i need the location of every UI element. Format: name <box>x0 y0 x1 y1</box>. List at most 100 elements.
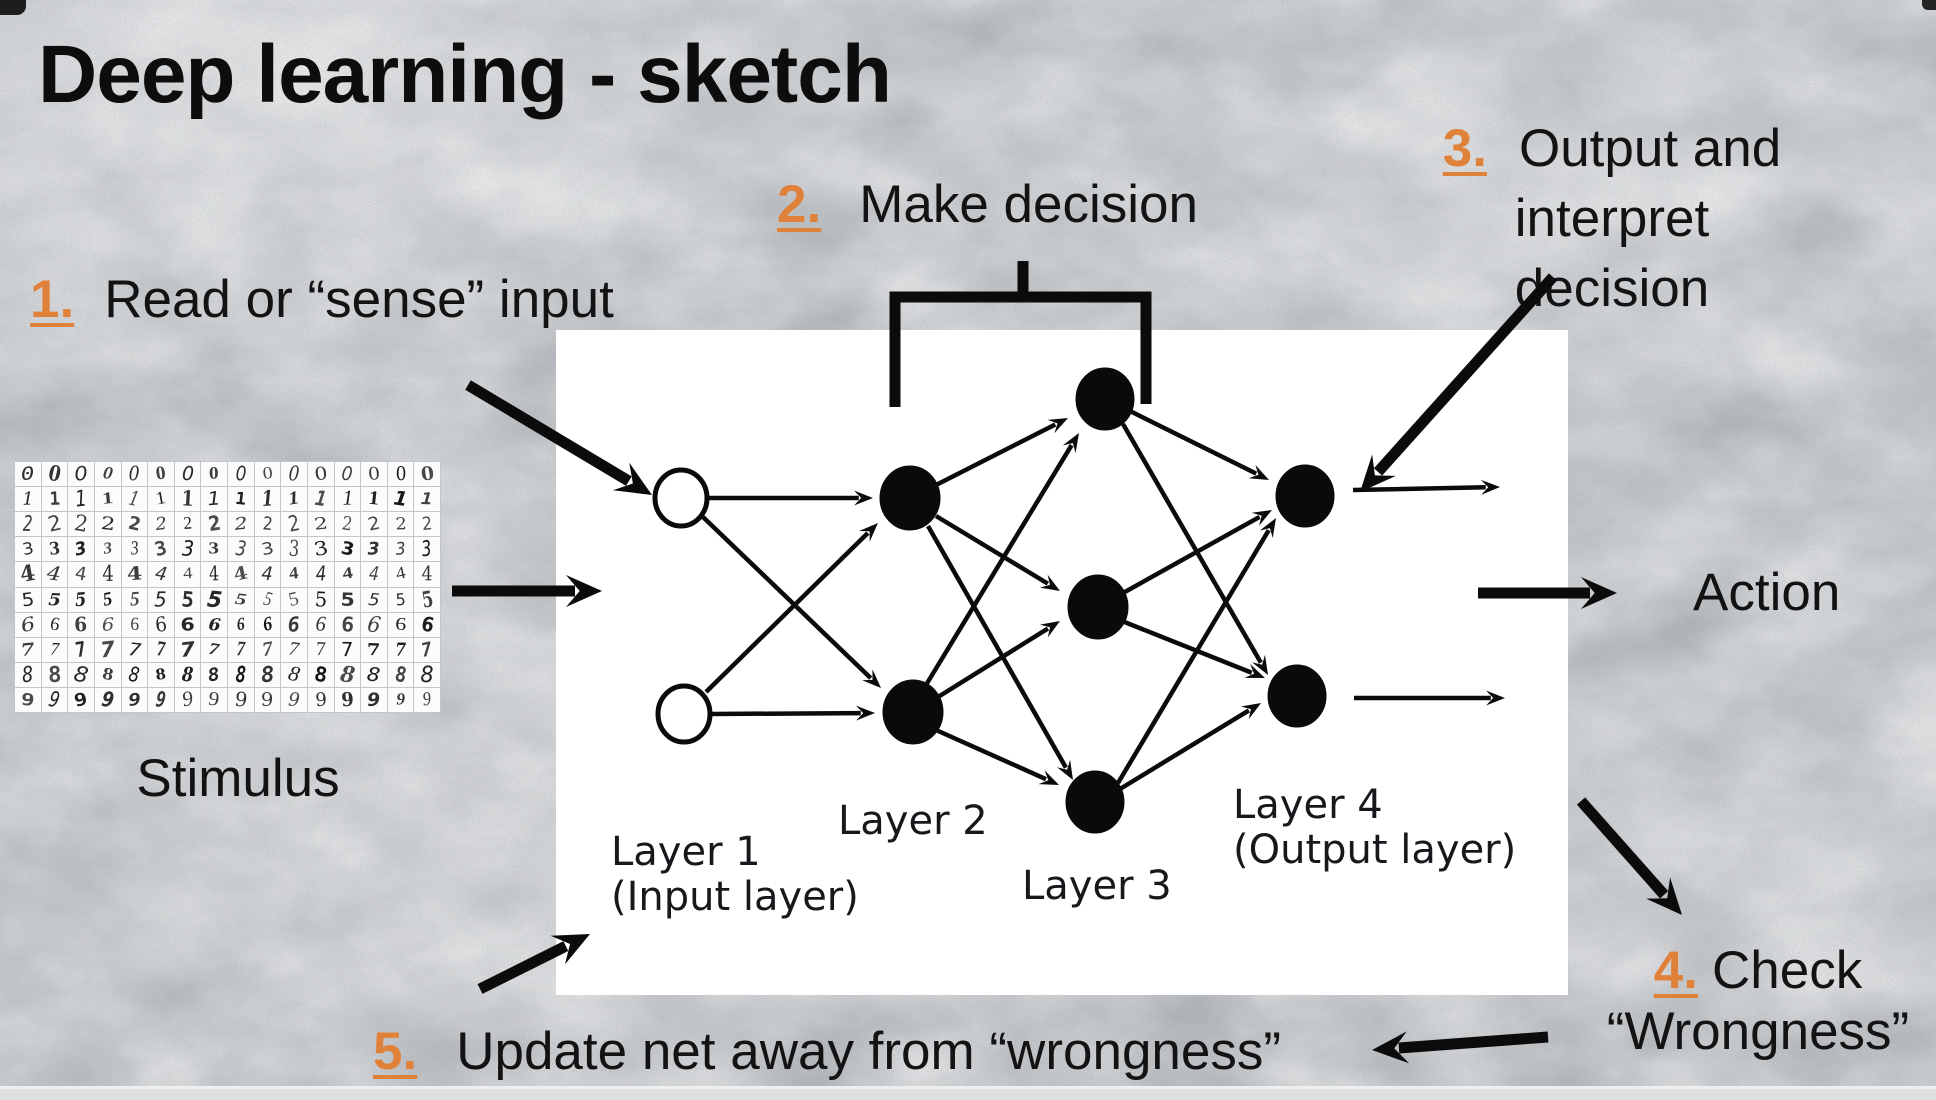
network-edge-head <box>1057 759 1073 780</box>
mnist-cell-digit-7: 7 <box>94 637 121 662</box>
mnist-cell-digit-0: 0 <box>121 462 148 487</box>
mnist-cell-digit-3: 3 <box>361 537 387 562</box>
mnist-cell-digit-8: 8 <box>414 662 440 687</box>
step5-to-network-head <box>550 934 590 965</box>
mnist-cell-digit-4: 4 <box>41 562 68 587</box>
step4-number: 4. <box>1653 941 1698 1000</box>
mnist-cell-digit-6: 6 <box>387 612 414 637</box>
mnist-cell-digit-8: 8 <box>228 662 254 687</box>
mnist-cell-digit-3: 3 <box>201 537 227 562</box>
mnist-cell-digit-5: 5 <box>15 587 41 612</box>
mnist-cell-digit-3: 3 <box>281 537 307 562</box>
mnist-cell-digit-1: 1 <box>148 487 174 512</box>
mnist-cell-digit-7: 7 <box>254 637 281 662</box>
mnist-cell-digit-0: 0 <box>361 462 387 487</box>
mnist-cell-digit-3: 3 <box>414 537 440 562</box>
step2-label: Make decision <box>859 175 1198 234</box>
network-edge <box>711 710 861 717</box>
mnist-cell-digit-2: 2 <box>307 512 334 537</box>
mnist-cell-digit-8: 8 <box>121 662 148 687</box>
mnist-cell-digit-0: 0 <box>15 462 41 487</box>
mnist-cell-digit-8: 8 <box>68 662 94 687</box>
stimulus-label: Stimulus <box>136 749 340 808</box>
mnist-cell-digit-6: 6 <box>94 612 121 637</box>
mnist-cell-digit-5: 5 <box>94 587 121 612</box>
mnist-cell-digit-8: 8 <box>307 662 334 687</box>
layer3-label: Layer 3 <box>1022 863 1172 909</box>
step3-to-output-head <box>1360 454 1396 492</box>
mnist-cell-digit-8: 8 <box>201 662 227 687</box>
mnist-cell-digit-4: 4 <box>15 562 41 587</box>
mnist-cell-digit-0: 0 <box>148 462 174 487</box>
network-edge-head <box>854 490 873 506</box>
mnist-cell-digit-8: 8 <box>281 662 307 687</box>
mnist-cell-digit-7: 7 <box>121 637 148 662</box>
mnist-cell-digit-7: 7 <box>174 637 201 662</box>
mnist-cell-digit-1: 1 <box>174 487 201 512</box>
mnist-cell-digit-9: 9 <box>254 687 281 712</box>
mnist-cell-digit-5: 5 <box>254 587 281 612</box>
mnist-cell-digit-4: 4 <box>68 562 94 587</box>
mnist-cell-digit-5: 5 <box>174 587 201 612</box>
mnist-cell-digit-2: 2 <box>68 512 94 537</box>
network-edge <box>926 524 1068 769</box>
mnist-cell-digit-7: 7 <box>307 637 334 662</box>
mnist-cell-digit-4: 4 <box>334 562 361 587</box>
mnist-cell-digit-6: 6 <box>121 612 148 637</box>
mnist-cell-digit-9: 9 <box>41 687 68 712</box>
action-label: Action <box>1693 563 1841 622</box>
step4-line1: 4.Check <box>1580 940 1936 1001</box>
mnist-cell-digit-5: 5 <box>201 587 227 612</box>
mnist-cell-digit-3: 3 <box>41 537 68 562</box>
network-edge-head <box>1259 518 1276 539</box>
mnist-cell-digit-1: 1 <box>254 487 281 512</box>
network-edge-head <box>1062 433 1079 454</box>
step4-wrongness-pointer-head <box>1372 1031 1410 1064</box>
step3-line1: 3.Output and <box>1412 114 1812 184</box>
mnist-cell-digit-2: 2 <box>94 512 121 537</box>
network-edge-head <box>1047 418 1068 434</box>
network-edge-head <box>1480 479 1500 495</box>
mnist-cell-digit-8: 8 <box>148 662 174 687</box>
network-edge <box>1121 514 1261 595</box>
photo-corner-mark-right <box>1922 0 1936 10</box>
network-edge <box>1116 529 1271 785</box>
step1-number: 1. <box>30 270 75 329</box>
mnist-cell-digit-3: 3 <box>121 537 148 562</box>
neuron-hidden2-3 <box>1065 770 1125 834</box>
mnist-cell-digit-2: 2 <box>361 512 387 537</box>
mnist-cell-digit-3: 3 <box>254 537 281 562</box>
mnist-cell-digit-9: 9 <box>94 687 121 712</box>
network-edge-head <box>855 705 875 721</box>
neuron-output-1 <box>1275 464 1335 528</box>
mnist-cell-digit-6: 6 <box>307 612 334 637</box>
mnist-cell-digit-7: 7 <box>41 637 68 662</box>
mnist-cell-digit-4: 4 <box>94 562 121 587</box>
network-edge-head <box>1240 703 1261 720</box>
output-to-step4 <box>1576 797 1669 899</box>
step4-label-line1: Check <box>1711 941 1863 1000</box>
mnist-cell-digit-5: 5 <box>228 587 254 612</box>
neuron-hidden1-1 <box>879 465 941 531</box>
mnist-cell-digit-7: 7 <box>281 637 307 662</box>
step5-annotation: 5.Update net away from “wrongness” <box>373 1023 1281 1080</box>
step1-label: Read or “sense” input <box>104 270 614 329</box>
slide-bottom-band <box>0 1086 1936 1100</box>
mnist-cell-digit-1: 1 <box>68 487 94 512</box>
mnist-cell-digit-9: 9 <box>307 687 334 712</box>
photo-corner-mark-left <box>0 0 26 15</box>
mnist-cell-digit-4: 4 <box>121 562 148 587</box>
mnist-cell-digit-7: 7 <box>361 637 387 662</box>
mnist-cell-digit-2: 2 <box>228 512 254 537</box>
network-edge <box>704 531 870 694</box>
mnist-cell-digit-5: 5 <box>68 587 94 612</box>
mnist-cell-digit-9: 9 <box>148 687 174 712</box>
network-edge <box>936 626 1050 699</box>
mnist-cell-digit-9: 9 <box>121 687 148 712</box>
network-edge <box>1118 708 1251 791</box>
mnist-cell-digit-5: 5 <box>307 587 334 612</box>
mnist-cell-digit-6: 6 <box>148 612 174 637</box>
mnist-cell-digit-7: 7 <box>68 637 94 662</box>
